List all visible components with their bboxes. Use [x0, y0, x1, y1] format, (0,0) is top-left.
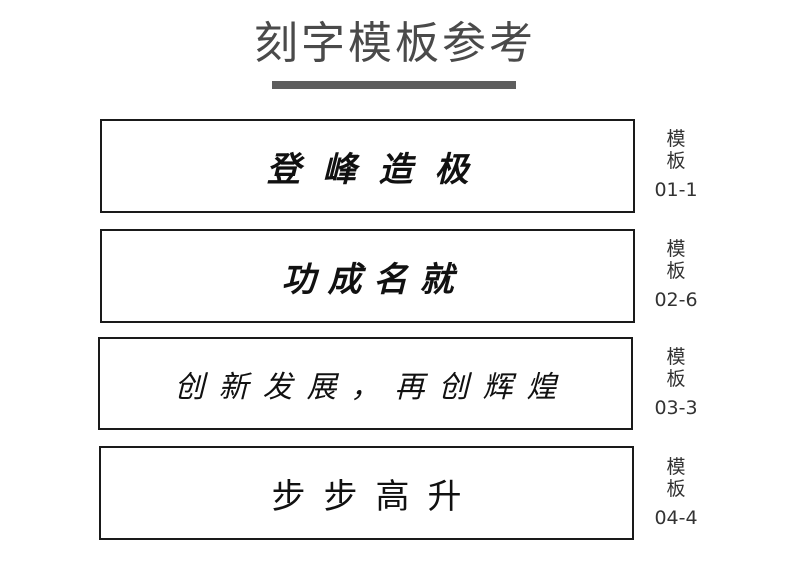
template-plate-01: 登峰造极 [100, 119, 635, 213]
template-label-char: 板 [666, 260, 686, 282]
title-underline-bar [272, 81, 516, 89]
template-plate-text: 步步高升 [271, 476, 480, 517]
template-plate-text: 登峰造极 [266, 149, 491, 190]
template-label-char: 板 [666, 478, 686, 500]
page-title: 刻字模板参考 [254, 18, 536, 69]
template-plate-text: 创新发展，再创辉煌 [174, 369, 571, 405]
template-label-char: 板 [666, 368, 686, 390]
template-label-char: 模 [666, 346, 686, 368]
template-plate-text: 功成名就 [281, 259, 466, 300]
template-plate-03: 创新发展，再创辉煌 [98, 337, 633, 430]
template-code: 01-1 [654, 179, 698, 201]
template-label-04: 模 板 04-4 [646, 456, 706, 532]
template-label-char: 模 [666, 128, 686, 150]
template-label-03: 模 板 03-3 [646, 346, 706, 422]
template-plate-04: 步步高升 [99, 446, 634, 540]
template-label-char: 板 [666, 150, 686, 172]
template-plate-02: 功成名就 [100, 229, 635, 323]
template-label-01: 模 板 01-1 [646, 128, 706, 204]
template-code: 03-3 [654, 397, 698, 419]
template-label-char: 模 [666, 238, 686, 260]
template-code: 02-6 [654, 289, 698, 311]
template-code: 04-4 [654, 507, 698, 529]
template-label-02: 模 板 02-6 [646, 238, 706, 314]
template-label-char: 模 [666, 456, 686, 478]
